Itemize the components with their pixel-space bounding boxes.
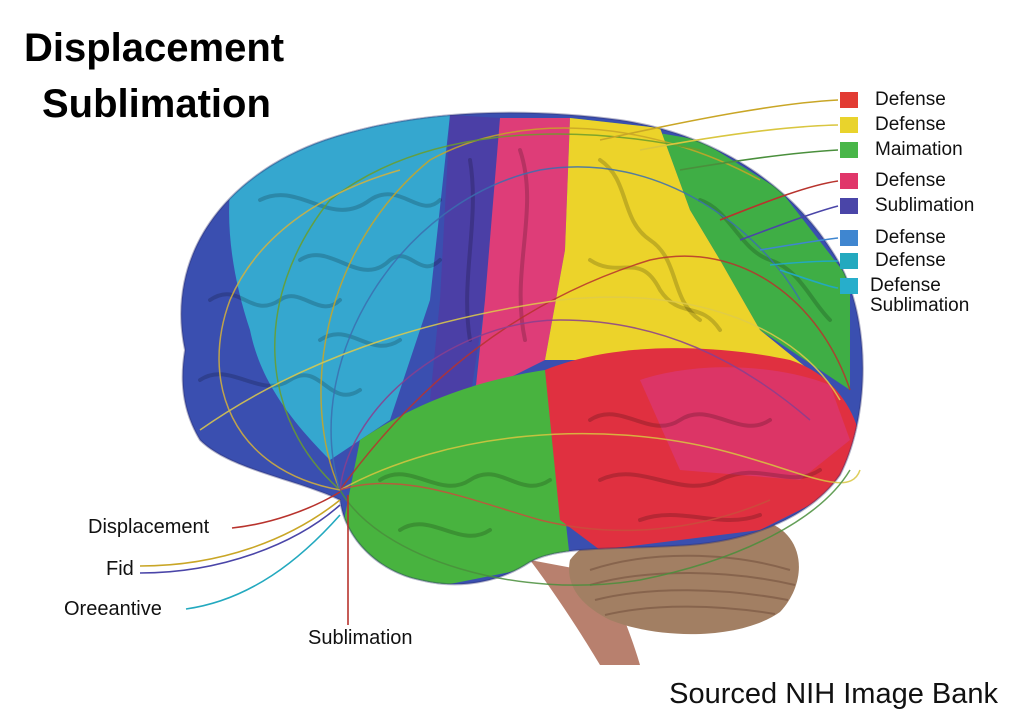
callout-fid: Fid — [106, 558, 134, 580]
cerebellum-folds — [589, 554, 796, 616]
callout-oreeantive: Oreeantive — [64, 598, 162, 620]
legend-swatch-teal — [840, 253, 858, 269]
legend-swatch-yellow — [840, 117, 858, 133]
legend-item: Defense — [840, 115, 946, 135]
image-credit: Sourced NIH Image Bank — [669, 678, 998, 710]
legend-item: Defense Sublimation — [840, 276, 969, 320]
legend-item: Defense — [840, 228, 946, 248]
legend-item: Sublimation — [840, 196, 974, 216]
legend-label: Defense — [875, 114, 946, 135]
legend-swatch-green — [840, 142, 858, 158]
legend-leader-lines — [599, 99, 839, 289]
gyri-texture — [198, 148, 832, 538]
legend-label: Maimation — [875, 139, 963, 160]
legend-swatch-pink — [840, 173, 858, 189]
legend-label: Defense — [875, 250, 946, 271]
legend-item: Defense — [840, 90, 946, 110]
legend-swatch-red — [840, 92, 858, 108]
title-line-1: Displacement — [24, 26, 285, 70]
legend-swatch-blue — [840, 230, 858, 246]
legend-label: Sublimation — [875, 195, 975, 216]
legend-swatch-cyan — [840, 278, 858, 294]
legend-swatch-purple — [840, 198, 858, 214]
legend-label: Defense — [875, 227, 946, 248]
legend-label: Defense Sublimation — [870, 275, 970, 316]
legend-item: Maimation — [840, 140, 963, 160]
legend-item: Defense — [840, 171, 946, 191]
callout-sublimation: Sublimation — [308, 627, 413, 649]
legend-label: Defense — [875, 89, 946, 110]
legend-item: Defense — [840, 251, 946, 271]
title-line-2: Sublimation — [42, 82, 271, 126]
callout-leader-lines — [139, 491, 349, 625]
legend-label: Defense — [875, 170, 946, 191]
legend: Defense Defense Maimation Defense Sublim… — [840, 90, 1020, 330]
nerve-fibres — [199, 127, 861, 586]
callout-displacement: Displacement — [88, 516, 210, 538]
